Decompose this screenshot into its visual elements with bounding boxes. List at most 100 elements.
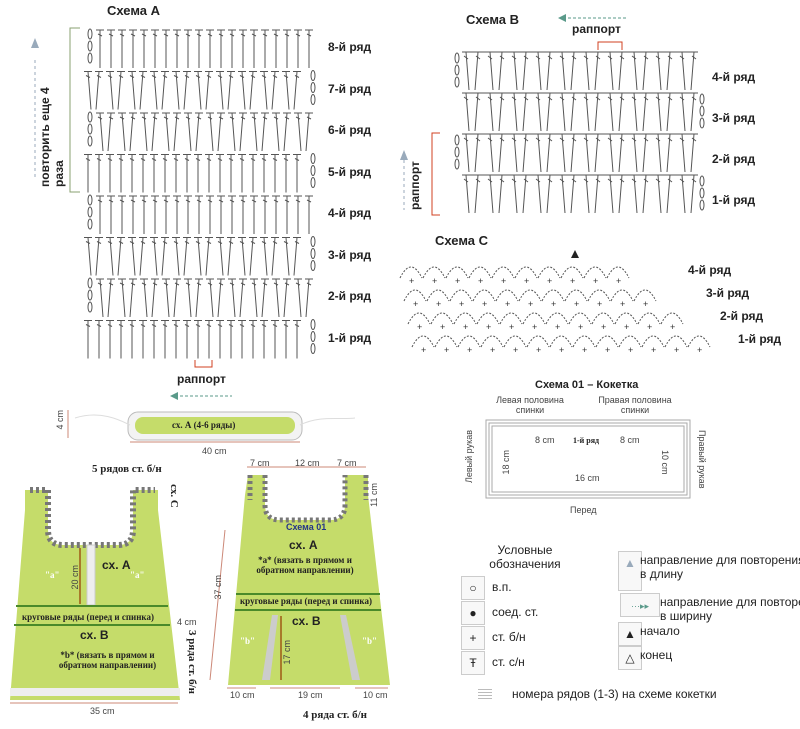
single-crochet-icon: + (674, 345, 679, 355)
chain-arc (549, 335, 573, 348)
stitch-bar (547, 55, 553, 60)
chain-stitch-icon (310, 236, 316, 247)
double-crochet-stitch (522, 174, 527, 214)
double-crochet-stitch (285, 237, 290, 276)
double-crochet-stitch (151, 112, 156, 152)
stitch-bar (523, 55, 529, 60)
chain-arc (591, 312, 615, 325)
chain-arc (518, 289, 542, 302)
double-crochet-stitch (293, 71, 298, 110)
double-crochet-stitch (165, 278, 170, 318)
stitch-bar (487, 55, 493, 60)
start-icon (571, 250, 579, 258)
scheme-c-row-label: 1-й ряд (738, 332, 782, 346)
double-crochet-stitch (570, 92, 575, 132)
stitch-bar (643, 96, 649, 101)
yoke-outline (491, 425, 685, 493)
double-crochet-stitch (570, 174, 575, 214)
double-crochet-stitch (217, 278, 222, 318)
stitch-bar (631, 55, 637, 60)
chain-arc (399, 266, 423, 279)
back-a-note: *а* (вязать в прямом и обратном направле… (256, 555, 354, 575)
front-b-note: *b* (вязать в прямом и обратном направле… (58, 650, 157, 670)
chain-arc (468, 266, 492, 279)
stitch-bar (583, 96, 589, 101)
chain-arc (499, 312, 523, 325)
double-crochet-stitch (231, 278, 236, 318)
single-crochet-icon: + (620, 299, 625, 309)
back-h37-line (209, 529, 226, 681)
back-scheme-a: сх. А (289, 538, 318, 552)
back-h11: 11 cm (369, 483, 379, 507)
legend-item-label: направление для повторения в ширину (660, 595, 800, 623)
single-crochet-icon: + (524, 276, 529, 286)
chain-arc (610, 289, 634, 302)
double-crochet-stitch (263, 71, 268, 110)
chain-stitch-icon (310, 165, 316, 176)
yoke-w-bottom: 16 cm (575, 473, 600, 483)
stitch-bar (463, 55, 469, 60)
chain-stitch-icon (87, 52, 93, 64)
double-crochet-stitch (297, 112, 302, 152)
double-crochet-stitch (153, 237, 158, 276)
double-crochet-stitch (522, 51, 527, 91)
yoke-left-sleeve: Левый рукав (464, 430, 474, 484)
double-crochet-stitch (139, 237, 144, 276)
stitch-bar (667, 55, 673, 60)
double-crochet-stitch (305, 112, 310, 152)
chain-stitch-icon (87, 28, 93, 40)
single-crochet-icon: + (570, 276, 575, 286)
back-dress-body (228, 475, 390, 685)
chain-stitch-icon (454, 76, 460, 88)
chain-arc (503, 335, 527, 348)
single-crochet-icon: + (440, 322, 445, 332)
stitch-bar (619, 55, 625, 60)
scheme-c-row-label: 4-й ряд (688, 263, 732, 277)
back-neck-trim (247, 475, 369, 523)
stitch-bar (595, 137, 601, 142)
single-crochet-icon: + (532, 322, 537, 332)
double-crochet-icon: Ŧ (461, 651, 485, 675)
yoke-w-left: 8 cm (535, 435, 555, 445)
stitch-bar (691, 137, 697, 142)
double-crochet-stitch (498, 133, 503, 173)
single-crochet-icon: + (463, 322, 468, 332)
chain-stitch-icon (87, 206, 93, 218)
double-crochet-stitch (109, 71, 114, 110)
single-crochet-icon: + (461, 626, 485, 650)
chain-stitch-icon (454, 146, 460, 158)
stitch-bar (583, 55, 589, 60)
double-crochet-stitch (129, 278, 134, 318)
stitch-bar (475, 96, 481, 101)
stitch-bar (607, 55, 613, 60)
stitch-bar (463, 178, 469, 183)
single-crochet-icon: + (490, 345, 495, 355)
double-crochet-stitch (175, 71, 180, 110)
stitch-bar (547, 137, 553, 142)
stitch-bar (523, 137, 529, 142)
chain-arc (514, 266, 538, 279)
chain-arc (476, 312, 500, 325)
back-b-right: "b" (362, 636, 377, 646)
chain-stitch-icon (310, 177, 316, 188)
double-crochet-stitch (642, 174, 647, 214)
chain-arc (583, 266, 607, 279)
chain-arc (449, 289, 473, 302)
single-crochet-icon: + (509, 322, 514, 332)
chain-arc (522, 312, 546, 325)
single-crochet-icon: + (436, 299, 441, 309)
double-crochet-stitch (117, 237, 122, 276)
double-crochet-stitch (165, 112, 170, 152)
chain-arc (614, 312, 638, 325)
back-b-left: "b" (240, 636, 255, 646)
chain-stitch-icon (310, 319, 316, 330)
double-crochet-stitch (227, 71, 232, 110)
double-crochet-stitch (107, 112, 112, 152)
double-crochet-stitch (209, 112, 214, 152)
double-crochet-stitch (249, 237, 254, 276)
stitch-bar (643, 178, 649, 183)
single-crochet-icon: + (551, 299, 556, 309)
double-crochet-stitch (570, 51, 575, 91)
double-crochet-stitch (131, 71, 136, 110)
double-crochet-stitch (498, 51, 503, 91)
